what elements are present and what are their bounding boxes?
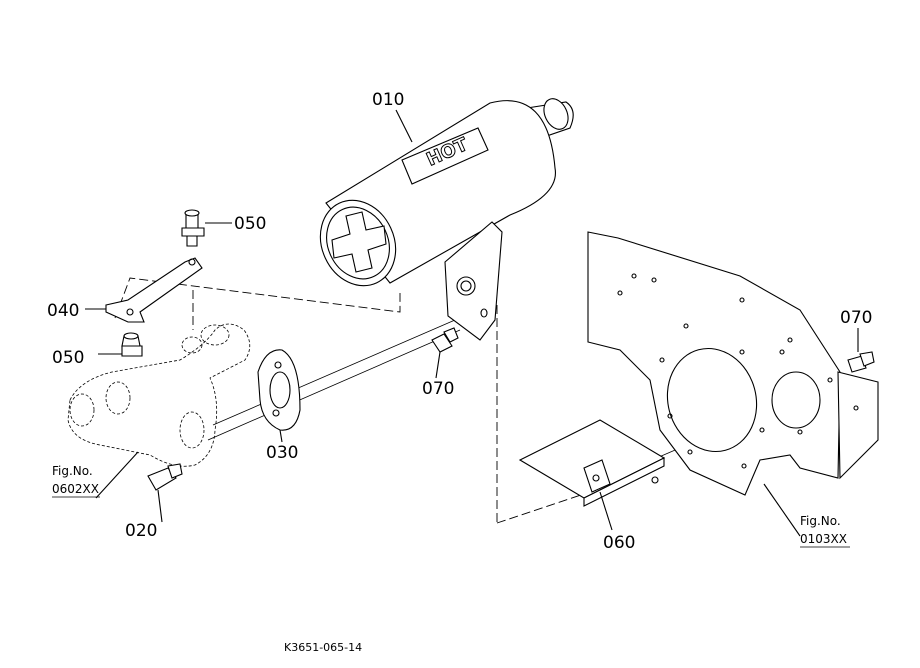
gasket-030 [257,349,301,431]
flywheel-housing-plate [587,231,879,496]
bolt-050-upper [181,209,205,247]
label-030: 030 [266,443,298,463]
fig-ref-left-number: 0602XX [52,482,99,496]
fig-reference-left: Fig.No. 0602XX [52,464,100,498]
label-070-left: 070 [422,379,454,399]
fig-reference-right: Fig.No. 0103XX [800,514,850,548]
label-050-upper: 050 [234,214,266,234]
bolt-050-lower [121,332,143,357]
plug-020 [147,463,183,491]
fig-ref-right-number: 0103XX [800,532,847,546]
muffler-010: HOT [319,98,574,341]
exhaust-manifold [67,323,251,467]
label-070-right: 070 [840,308,872,328]
drawing-code: K3651-065-14 [284,641,362,654]
plate-060 [518,419,666,507]
dashed-centerlines [114,277,591,524]
label-060: 060 [603,533,635,553]
leader-lines [85,109,859,537]
label-010: 010 [372,90,404,110]
label-020: 020 [125,521,157,541]
fig-ref-left-title: Fig.No. [52,464,93,478]
label-050-lower: 050 [52,348,84,368]
label-040: 040 [47,301,79,321]
fig-ref-right-title: Fig.No. [800,514,841,528]
stay-040 [105,257,203,323]
part-number-labels: 010 050 040 050 070 030 020 060 070 [47,90,872,553]
bolt-070-left [431,327,459,353]
bolt-070-right [847,351,875,373]
